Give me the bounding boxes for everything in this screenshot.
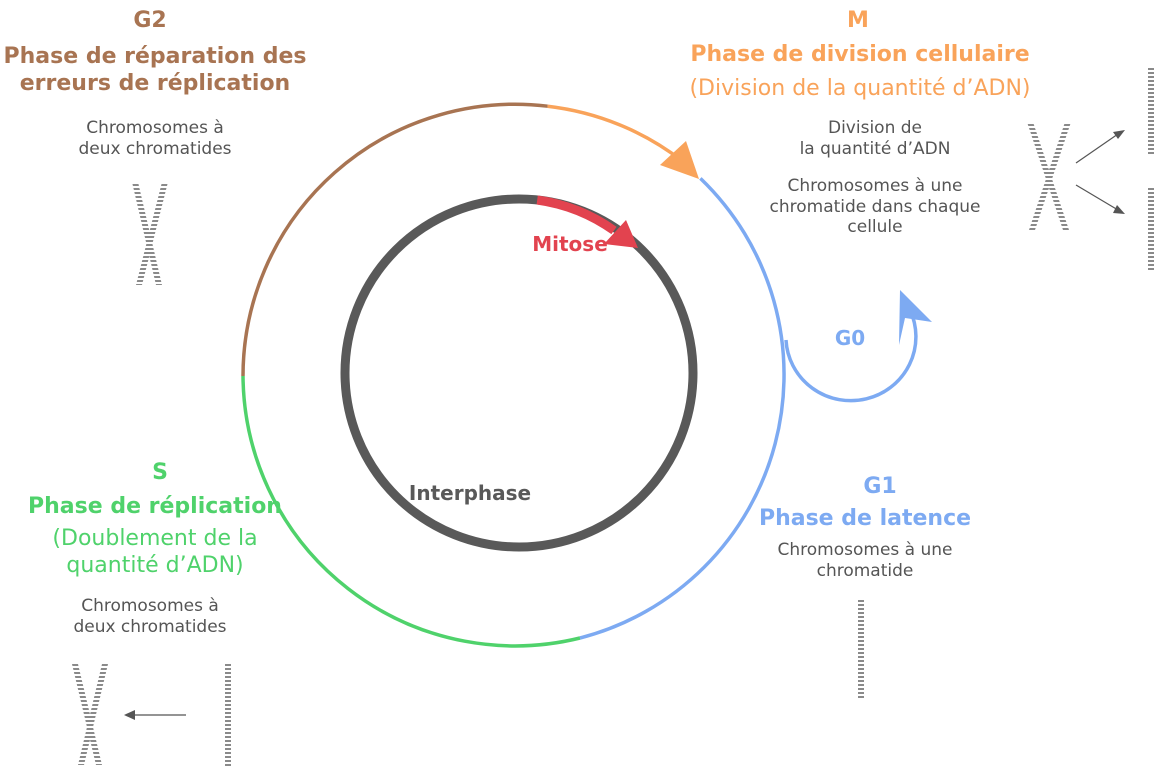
g1-chromatid <box>858 600 864 698</box>
m-description-1: Division de la quantité d’ADN <box>760 118 990 159</box>
g2-description: Chromosomes à deux chromatides <box>50 118 260 159</box>
m-letter: M <box>847 8 869 33</box>
s-description: Chromosomes à deux chromatides <box>45 596 255 637</box>
g1-letter: G1 <box>863 474 897 499</box>
g1-desc-line2: chromatide <box>816 560 914 581</box>
m-arrowhead <box>660 141 699 179</box>
m-arrow-up <box>1075 133 1119 164</box>
g2-phase-name: Phase de réparation des erreurs de répli… <box>0 44 310 98</box>
m-arrow-down <box>1075 184 1119 211</box>
g1-phase-name: Phase de latence <box>758 506 972 531</box>
g0-loop <box>784 309 918 403</box>
s-letter: S <box>152 460 168 485</box>
m-chromosome-x <box>1027 122 1071 230</box>
g2-desc-line2: deux chromatides <box>78 138 232 159</box>
s-chromatid <box>225 662 231 766</box>
interphase-label: Interphase <box>408 481 532 505</box>
s-paren-line2: quantité d’ADN) <box>66 552 244 578</box>
g2-desc-line1: Chromosomes à <box>86 118 224 138</box>
m-description-2: Chromosomes à une chromatide dans chaque… <box>740 176 1010 238</box>
g1-arc <box>579 177 786 640</box>
g2-arc <box>241 102 548 377</box>
s-desc-line2: deux chromatides <box>73 616 227 637</box>
m-desc1-line2: la quantité d’ADN <box>799 138 951 159</box>
mitose-arrowhead <box>604 220 638 248</box>
m-chromatid-top <box>1148 68 1154 154</box>
m-chromatid-bottom <box>1148 186 1154 270</box>
mitose-arc <box>536 195 617 235</box>
g0-arrowhead <box>899 290 932 345</box>
s-phase-paren: (Doublement de la quantité d’ADN) <box>20 526 290 580</box>
m-desc2-line2: chromatide dans chaque <box>769 196 981 217</box>
s-desc-line1: Chromosomes à <box>81 596 219 616</box>
g2-name-line2: erreurs de réplication <box>19 70 291 96</box>
m-phase-name: Phase de division cellulaire <box>690 42 1030 67</box>
interphase-circle <box>340 194 698 552</box>
m-desc2-line3: cellule <box>847 217 903 238</box>
g0-label: G0 <box>834 326 866 350</box>
g1-description: Chromosomes à une chromatide <box>760 540 970 581</box>
m-desc2-line1: Chromosomes à une <box>787 176 963 196</box>
g2-letter: G2 <box>133 8 167 33</box>
g2-chromosome-x <box>132 182 168 285</box>
m-phase-paren: (Division de la quantité d’ADN) <box>689 76 1031 101</box>
m-arc <box>547 104 685 163</box>
g2-name-line1: Phase de réparation des <box>3 44 307 69</box>
s-paren-line1: (Doublement de la <box>52 526 258 551</box>
s-chromosome-x <box>72 664 108 765</box>
s-phase-name: Phase de réplication <box>28 494 282 519</box>
mitose-label: Mitose <box>532 232 608 256</box>
s-arc <box>241 375 581 648</box>
m-desc1-line1: Division de <box>827 118 922 138</box>
g1-desc-line1: Chromosomes à une <box>777 540 953 560</box>
